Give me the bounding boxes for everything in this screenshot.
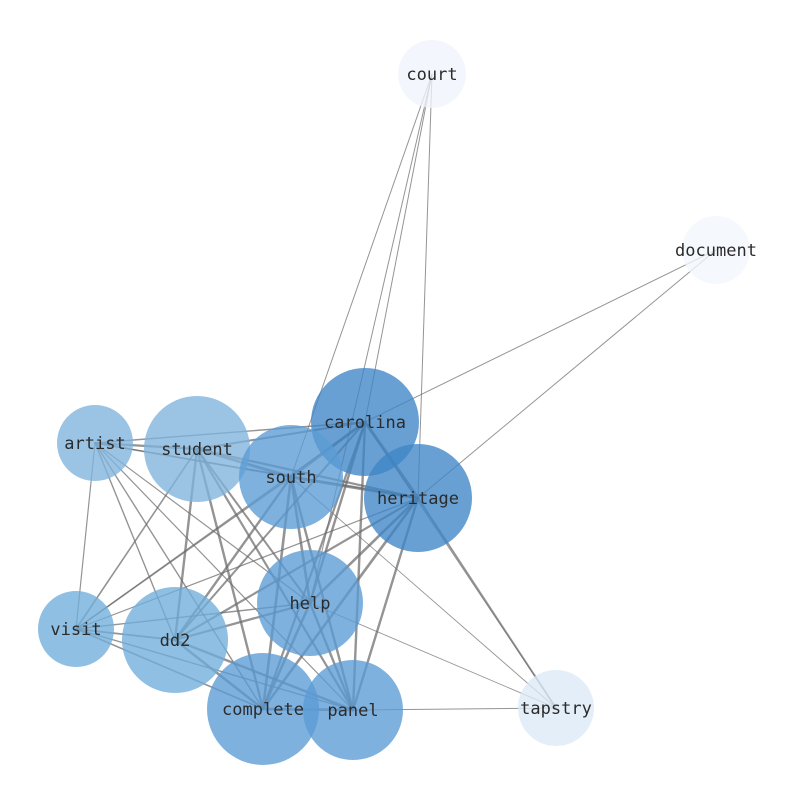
graph-node-label-dd2: dd2 [160,631,191,651]
graph-node-court[interactable] [398,40,466,108]
graph-node-heritage[interactable] [364,444,472,552]
graph-node-label-south: south [265,468,316,488]
graph-node-label-document: document [675,241,757,261]
graph-node-artist[interactable] [57,405,133,481]
graph-edge [290,476,557,709]
graph-edge [94,442,354,711]
graph-node-label-complete: complete [222,700,304,720]
graph-edge [309,73,433,604]
graph-edge [364,73,433,423]
graph-node-dd2[interactable] [122,587,228,693]
graph-node-carolina[interactable] [311,368,419,476]
graph-node-label-heritage: heritage [377,489,459,509]
graph-node-label-help: help [290,594,331,614]
graph-node-tapstry[interactable] [518,670,594,746]
graph-node-panel[interactable] [303,660,403,760]
graph-node-label-artist: artist [64,434,125,454]
label-layer: court document carolina artist student south h… [50,65,757,721]
graph-node-label-student: student [161,440,233,460]
graph-node-document[interactable] [682,216,750,284]
graph-node-student[interactable] [144,396,250,502]
graph-node-label-court: court [406,65,457,85]
graph-node-help[interactable] [257,550,363,656]
graph-edge [417,73,433,499]
graph-node-label-panel: panel [327,701,378,721]
graph-node-visit[interactable] [38,591,114,667]
graph-node-complete[interactable] [207,653,319,765]
graph-edge [364,249,717,423]
graph-node-label-carolina: carolina [324,413,406,433]
node-layer [38,40,750,765]
graph-node-south[interactable] [239,425,343,529]
graph-edge [417,249,717,499]
graph-node-label-tapstry: tapstry [520,699,592,719]
graph-edge [75,497,419,630]
graph-node-label-visit: visit [50,620,101,640]
